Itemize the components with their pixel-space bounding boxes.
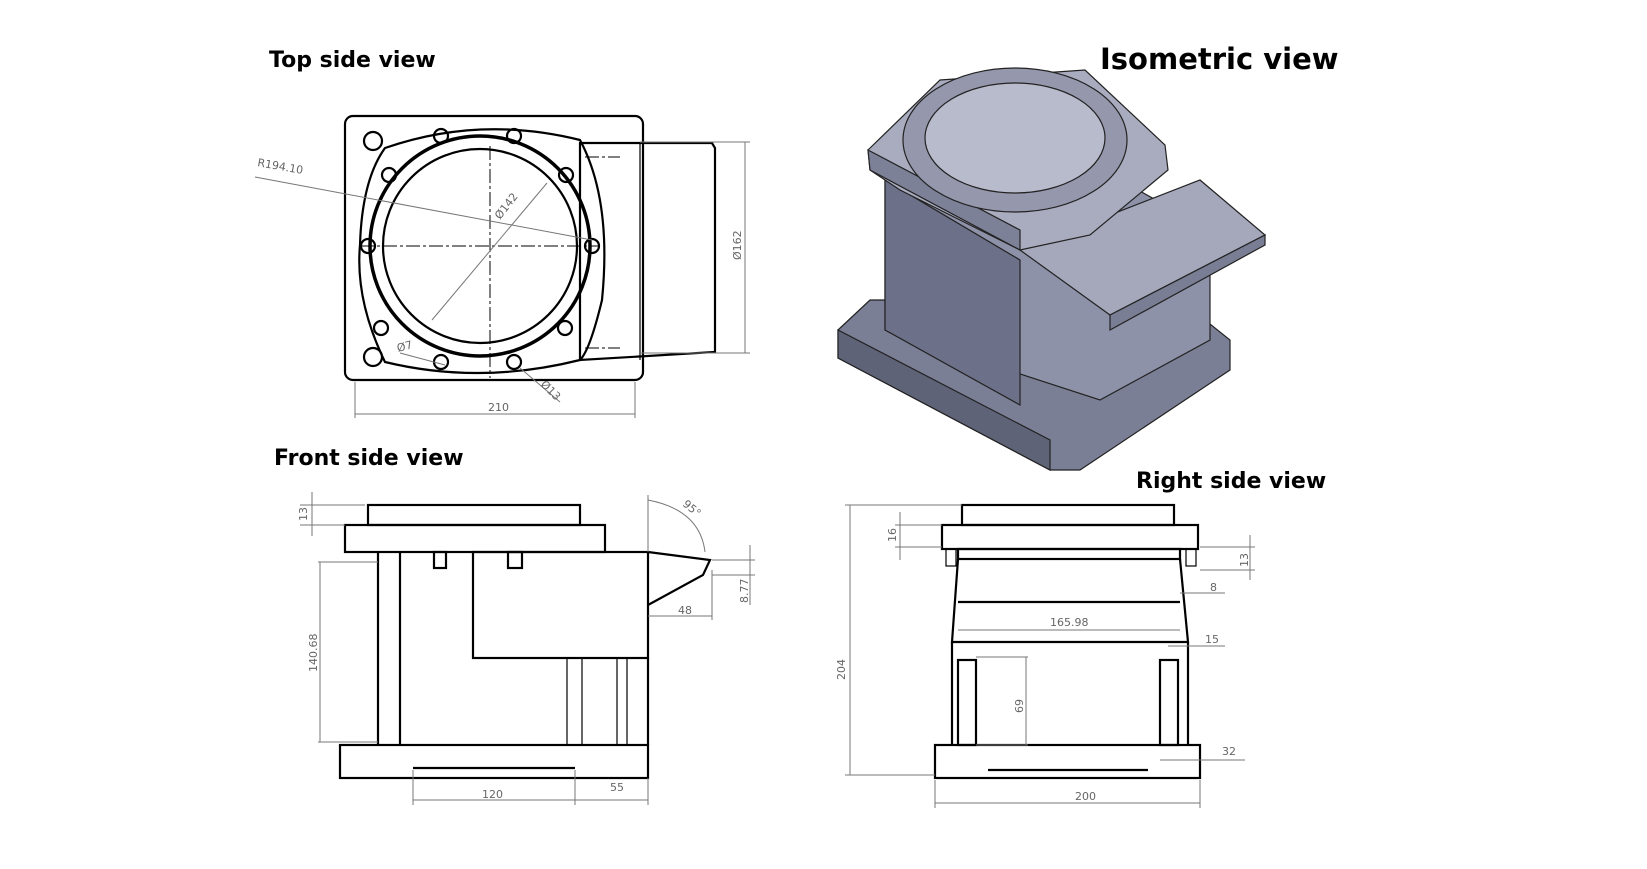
front-view: 13 140.68 95° 8.77 48 120 55 xyxy=(297,492,755,805)
dim-right-flange: 16 xyxy=(886,528,899,542)
dim-base-offset: 55 xyxy=(610,781,624,794)
dim-right-step: 13 xyxy=(1238,553,1251,567)
bolt-holes xyxy=(359,127,601,371)
dim-width-210: 210 xyxy=(488,401,509,414)
dim-angle: 95° xyxy=(680,497,703,519)
dim-front-flange: 13 xyxy=(297,507,310,521)
right-view-title: Right side view xyxy=(1136,469,1327,494)
dim-right-inset: 8 xyxy=(1210,581,1217,594)
dim-radius: R194.10 xyxy=(256,156,304,177)
top-view: R194.10 Ø142 Ø162 Ø7 Ø13 210 xyxy=(254,114,750,418)
dim-right-foot: 32 xyxy=(1222,745,1236,758)
dim-right-wall: 15 xyxy=(1205,633,1219,646)
dim-bore: Ø142 xyxy=(492,190,521,221)
top-view-title: Top side view xyxy=(269,48,436,73)
right-view: 204 16 13 8 165.98 15 69 32 200 xyxy=(835,503,1255,808)
dim-base-inner: 120 xyxy=(482,788,503,801)
dim-lip: 8.77 xyxy=(738,579,751,604)
dim-outlet: Ø162 xyxy=(731,230,744,260)
dim-front-height: 140.68 xyxy=(307,634,320,673)
isometric-view-title: Isometric view xyxy=(1100,42,1339,76)
dim-chute: 48 xyxy=(678,604,692,617)
isometric-view xyxy=(837,67,1267,471)
dim-right-inner-width: 165.98 xyxy=(1050,616,1089,629)
dim-right-window: 69 xyxy=(1013,699,1026,713)
dim-hole-small: Ø7 xyxy=(395,338,414,355)
dim-hole-large: Ø13 xyxy=(538,378,563,403)
dim-right-width: 200 xyxy=(1075,790,1096,803)
dim-right-height: 204 xyxy=(835,659,848,680)
front-view-title: Front side view xyxy=(274,446,464,471)
